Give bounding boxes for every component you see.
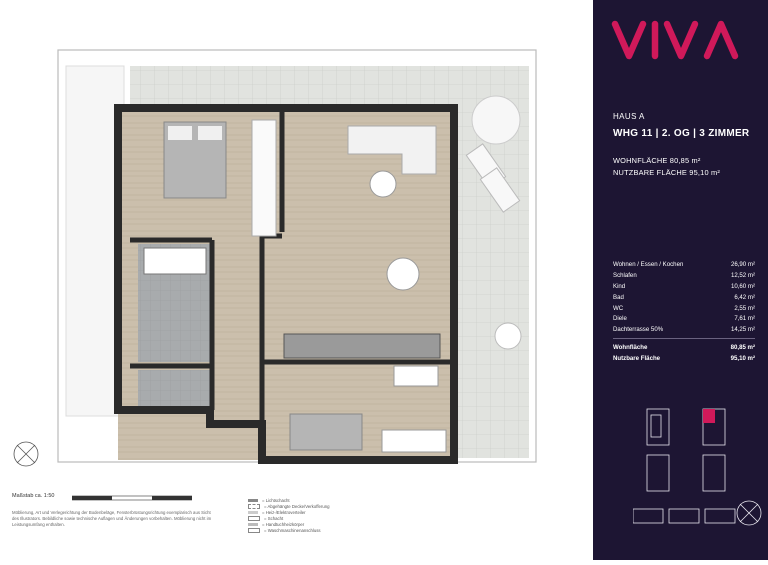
kitchen-island (393, 365, 439, 387)
house-label: HAUS A (613, 112, 645, 121)
coffee-table (369, 170, 397, 198)
kitchen-counter (283, 333, 441, 359)
desk (381, 429, 447, 453)
legend-item: = Heiz-/Elektroverteiler (248, 510, 330, 516)
outer-walls (114, 104, 458, 464)
compass-rose (12, 440, 40, 473)
compass-icon (736, 500, 762, 526)
kid-bed (289, 413, 363, 451)
viva-logo (611, 18, 741, 67)
legend-item: = Waschmaschinenanschluss (248, 527, 330, 533)
key-plan (632, 405, 763, 550)
scale-graphic (72, 495, 192, 501)
floor-plan (57, 49, 537, 464)
sofa (347, 125, 437, 175)
dining-table (386, 257, 420, 291)
pillow (168, 126, 192, 140)
legend-item: = Schacht (248, 516, 330, 522)
scale-bar: Maßstab ca. 1:50 (12, 493, 192, 501)
entrance-marker (238, 420, 246, 428)
parasol (471, 95, 521, 145)
usable-area-summary: NUTZBARE FLÄCHE 95,10 m² (613, 168, 721, 177)
unit-title: WHG 11 | 2. OG | 3 ZIMMER (613, 128, 750, 139)
wardrobe (251, 119, 277, 237)
disclaimer: Möblierung, Art und Verlegerichtung der … (12, 510, 212, 527)
table-row: Dachterrasse 50%14,25 m² (613, 326, 755, 334)
legend-item: = Lichtschacht (248, 498, 330, 504)
table-divider (613, 338, 755, 340)
info-panel: HAUS A WHG 11 | 2. OG | 3 ZIMMER WOHNFLÄ… (593, 0, 768, 560)
lounger (479, 167, 521, 213)
living-area-summary: WOHNFLÄCHE 80,85 m² (613, 156, 701, 165)
legend-item: = Abgehängte Decke/Verkofferung (248, 504, 330, 510)
bathtub (143, 247, 207, 275)
pillow (198, 126, 222, 140)
legend: = Lichtschacht = Abgehängte Decke/Verkof… (248, 498, 330, 533)
floor-plan-area (57, 49, 537, 464)
terrace-table (494, 322, 522, 350)
scale-label: Maßstab ca. 1:50 (12, 493, 55, 499)
legend-item: = Handtuchheizkörper (248, 522, 330, 528)
key-plan-highlight (703, 409, 715, 423)
wc (138, 370, 210, 410)
